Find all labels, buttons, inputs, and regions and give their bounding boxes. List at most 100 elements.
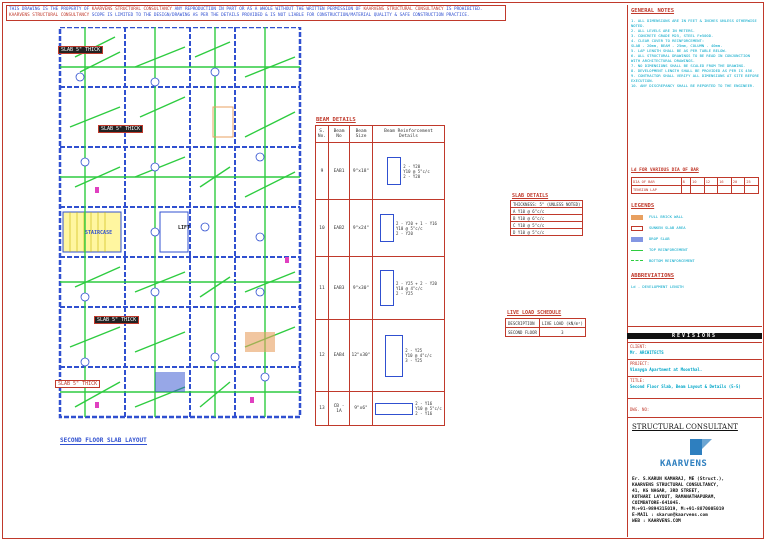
disclaimer-text-a: THIS DRAWING IS THE PROPERTY OF (9, 7, 90, 12)
beam-section-outline (387, 157, 402, 185)
live-load-cell: SECOND FLOOR (505, 327, 540, 337)
address-line: KAARVENS STRUCTURAL CONSULTANCY, (632, 483, 719, 488)
legends-title: LEGENDS (631, 203, 655, 209)
beam-details-title: BEAM DETAILS (316, 117, 356, 123)
beam-section-outline (375, 402, 414, 415)
general-notes: 1. ALL DIMENSIONS ARE IN FEET & INCHES U… (631, 18, 759, 88)
abbreviations-title: ABBREVIATIONS (631, 273, 675, 279)
note-item: 5. LAP LENGTH SHALL BE AS PER TABLE BELO… (631, 48, 728, 53)
legend-item: SUNKEN SLAB AREA (631, 225, 686, 231)
plan-title: SECOND FLOOR SLAB LAYOUT (60, 437, 147, 445)
beam-cell: 13 (315, 391, 329, 426)
revisions-block: REVISIONS (627, 326, 762, 341)
beam-cell: 9"x6" (349, 391, 373, 426)
note-item: 6. ALL STRUCTURAL DRAWINGS TO BE READ IN… (631, 53, 750, 63)
address-line: E-MAIL : skarun@kaarvens.com (632, 513, 708, 518)
legend-item: BOTTOM REINFORCEMENT (631, 258, 695, 263)
disclaimer-company-c: KAARVENS STRUCTURAL CONSULTANCY (9, 13, 90, 18)
revisions-title: REVISIONS (627, 333, 762, 339)
client-block: CLIENT: Mr. ARCHITECTS (627, 342, 762, 358)
title-block-panel: GENERAL NOTES 1. ALL DIMENSIONS ARE IN F… (627, 5, 763, 537)
disclaimer: THIS DRAWING IS THE PROPERTY OF KAARVENS… (6, 5, 506, 21)
slab-layout-plan (58, 27, 302, 419)
lap-cell: 25 (744, 177, 759, 186)
beam-cell: 9 (315, 142, 329, 200)
title-block: TITLE: Second Floor Slab, Beam Layout & … (627, 376, 762, 397)
slab-thickness-tag: SLAB 5" THICK (98, 125, 144, 133)
beam-cell: EAB2 (328, 199, 350, 257)
lap-cell (690, 185, 705, 194)
logo-text: KAARVENS (660, 459, 708, 469)
beam-col-sno: S. No. (315, 125, 329, 143)
slab-row: C Y10 @ 5"c/c (509, 221, 584, 229)
beam-col-rein: Beam Reinforcement Details (372, 125, 445, 143)
lap-cell (730, 185, 746, 194)
disclaimer-text-d: SCOPE IS LIMITED TO THE DESIGN/DRAWING A… (91, 13, 470, 18)
lap-cell: 8 (680, 177, 692, 186)
client-label: CLIENT: (630, 344, 647, 349)
address-line: WEB : KAARVENS.COM (632, 519, 681, 524)
beam-col-no: Beam No (328, 125, 350, 143)
disclaimer-text-c: IS PROHIBITED. (446, 7, 483, 12)
beam-cell: EAB3 (328, 256, 350, 320)
lap-table: DIA OF BAR 8 10 12 16 20 25 TENSION LAP (631, 177, 759, 194)
live-load-header: LIVE LOAD (kN/m²) (538, 318, 586, 328)
beam-cell: 11 (315, 256, 329, 320)
lap-cell: 12 (703, 177, 719, 186)
project-block: PROJECT: Vinayga Apartment at Moonthal. (627, 359, 762, 375)
address-line: Er. S.KARUN KAMARAJ, ME (Struct.), (632, 477, 725, 482)
slab-thickness-tag: SLAB 5" THICK (58, 46, 104, 54)
note-item: 9. CONTRACTOR SHALL VERIFY ALL DIMENSION… (631, 73, 760, 83)
beam-cell: 12 (315, 319, 329, 392)
slab-details-title: SLAB DETAILS (512, 193, 549, 199)
general-notes-title: GENERAL NOTES (631, 8, 675, 14)
beam-cell: EAB4 (328, 319, 350, 392)
legend-swatch (631, 260, 643, 262)
abbreviation-item: Ld - DEVELOPMENT LENGTH (631, 284, 684, 289)
beam-cell: 10 (315, 199, 329, 257)
legend-item: FULL BRICK WALL (631, 214, 683, 220)
slab-thickness-tag: SLAB 5" THICK (94, 316, 140, 324)
lap-title: Ld FOR VARIOUS DIA OF BAR (631, 168, 699, 173)
beam-cell: CB - 1A (328, 391, 350, 426)
beam-section-outline (380, 214, 395, 242)
beam-cell: 9"x18" (349, 142, 373, 200)
note-item: 4. CLEAR COVER TO REINFORCEMENT: (631, 38, 705, 43)
beam-details-table: S. No. Beam No Beam Size Beam Reinforcem… (315, 125, 445, 426)
title-label: TITLE: (630, 378, 645, 383)
slab-row: B Y10 @ 6"c/c (509, 214, 584, 222)
beam-cell: 9"x30" (349, 256, 373, 320)
note-item: SLAB - 20mm, BEAM - 25mm, COLUMN - 40mm. (631, 43, 723, 48)
dwg-label: DWG. NO: (630, 407, 650, 412)
note-item: 10. ANY DISCREPANCY SHALL BE REPORTED TO… (631, 83, 755, 88)
address-line: 41, KG NAGAR, 3RD STREET, (632, 489, 700, 494)
live-load-header: DESCRIPTION (505, 318, 540, 328)
drawing-title: Second Floor Slab, Beam Layout & Details… (630, 384, 741, 389)
lift-label: LIFT (178, 225, 191, 231)
staircase-label: STAIRCASE (85, 230, 113, 236)
disclaimer-company-a: KAARVENS STRUCTURAL CONSULTANCY (91, 7, 172, 12)
consultant-heading: STRUCTURAL CONSULTANT (632, 423, 738, 431)
legend-swatch (631, 225, 643, 231)
lap-cell (703, 185, 719, 194)
lap-cell: 20 (730, 177, 746, 186)
project-label: PROJECT: (630, 361, 650, 366)
note-item: 7. NO DIMENSIONS SHALL BE SCALED FROM TH… (631, 63, 746, 68)
address-line: COIMBATORE-641045. (632, 501, 681, 506)
lap-cell: TENSION LAP (631, 185, 682, 194)
beam-section-outline (380, 270, 395, 306)
lap-cell (680, 185, 692, 194)
note-item: 8. DEVELOPMENT LENGTH SHALL BE PROVIDED … (631, 68, 755, 73)
slab-row: A Y10 @ 6"c/c (509, 207, 584, 215)
legend-swatch (631, 236, 643, 242)
beam-cell: 12"x30" (349, 319, 373, 392)
beam-cell: EAB1 (328, 142, 350, 200)
project-name: Vinayga Apartment at Moonthal. (630, 367, 703, 372)
lap-cell (717, 185, 732, 194)
